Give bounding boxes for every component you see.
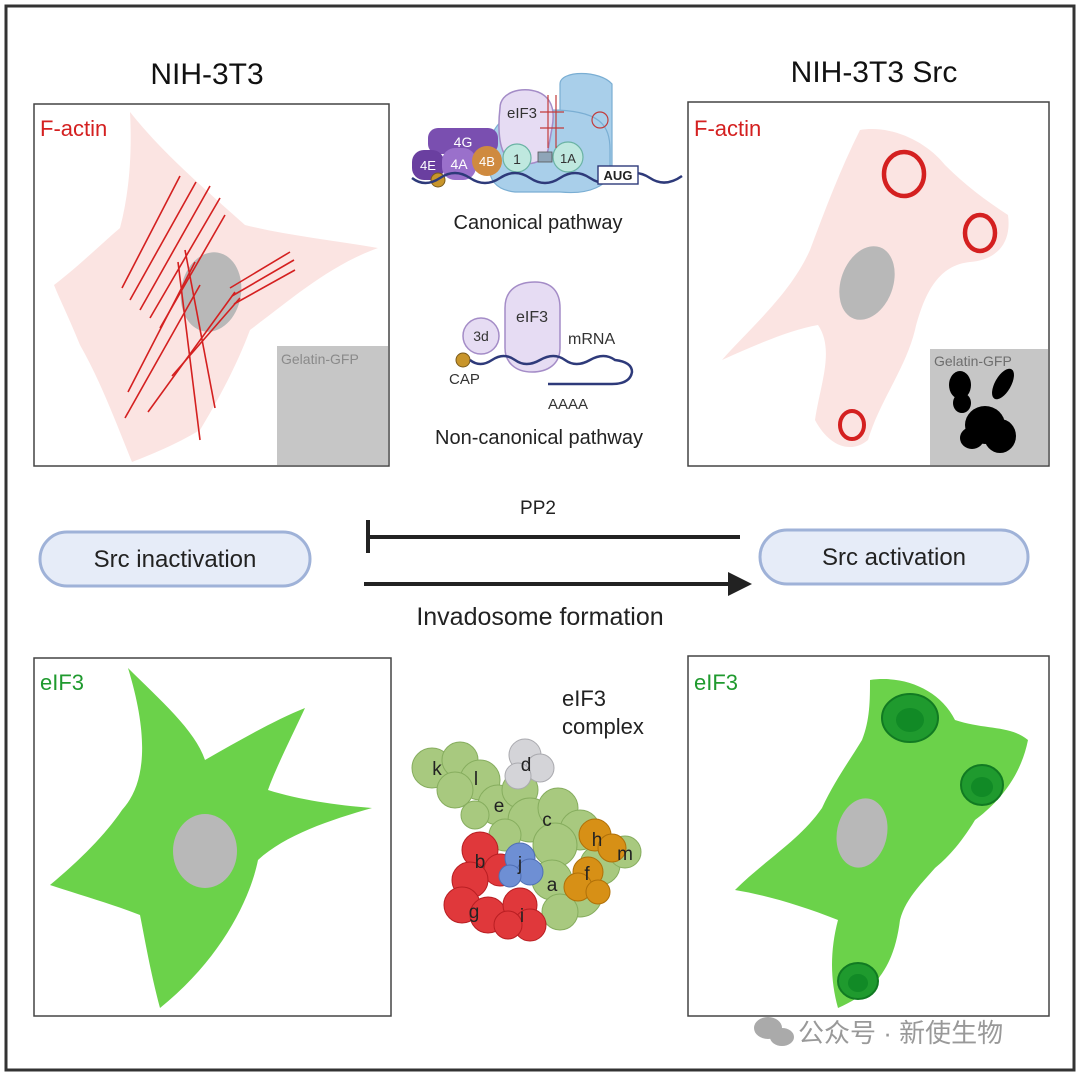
eif3-complex: eIF3 complex k l d e c h [411,686,644,942]
subunit-c: c [542,810,552,831]
subunit-h: h [592,830,603,851]
invadosome-ring-3 [838,409,866,441]
subunit-l: l [474,769,478,790]
canonical-eif3: eIF3 [507,105,537,122]
invadosome-arrow [364,572,752,596]
gelatin-label-right: Gelatin-GFP [934,353,1012,369]
subunit-g: g [469,902,480,923]
src-activation-pill: Src activation [758,528,1030,586]
complex-title-1: eIF3 [562,686,606,711]
gelatin-box-left [277,346,388,465]
gelatin-label-left: Gelatin-GFP [281,351,359,367]
noncanonical-pathway: eIF3 3d CAP mRNA AAAA Non-canonical path… [435,281,643,449]
pp2-label: PP2 [520,498,556,519]
factor-4g: 4G [454,134,473,150]
subunit-j: j [517,854,522,875]
polya-label: AAAA [548,396,588,413]
wechat-icon [754,1017,794,1046]
factor-1a: 1A [560,151,576,166]
noncanonical-eif3: eIF3 [516,309,548,326]
nucleus-left [180,252,242,332]
factor-1: 1 [513,151,521,167]
degradation-spots [949,368,1016,453]
subunit-a: a [547,875,558,896]
subunit-e: e [494,796,505,817]
subunit-f: f [584,864,590,885]
invadosome-ring-2 [962,212,998,254]
factin-label-left: F-actin [40,116,107,141]
eif3-label-bottom-right: eIF3 [694,670,738,695]
src-inactivation-pill: Src inactivation [38,530,312,588]
subunit-3d: 3d [473,328,489,344]
factor-4b: 4B [479,154,495,169]
factor-4e: 4E [420,158,436,173]
invadosome-ring-1 [881,149,927,199]
watermark: 公众号 · 新使生物 [754,1017,1003,1048]
factor-4a: 4A [450,156,468,172]
noncanonical-caption: Non-canonical pathway [435,427,643,449]
outer-frame [4,4,1076,1072]
svg-text:Src activation: Src activation [822,544,966,571]
canonical-caption: Canonical pathway [454,212,623,234]
panel-top-right: Gelatin-GFP F-actin [687,101,1050,467]
factin-label-right: F-actin [694,116,761,141]
canonical-pathway: eIF3 4G 4E 4A 4B 1 1A AUG Canonical path… [411,73,683,234]
cap-label: CAP [449,371,480,388]
actin-fibers-left [121,175,296,441]
panel-bottom-right: eIF3 [687,655,1050,1017]
nucleus-right [839,246,895,320]
nucleus-bottom-left [173,814,237,888]
nucleus-bottom-right [836,798,888,868]
subunit-b: b [475,852,486,873]
top-right-title: NIH-3T3 Src [791,56,958,89]
complex-title-2: complex [562,714,644,739]
subunit-d: d [521,755,532,776]
pp2-inhibition-arrow [366,520,740,553]
invadosome-label: Invadosome formation [416,603,663,631]
panel-top-left: Gelatin-GFP F-actin [33,103,390,467]
top-left-title: NIH-3T3 [150,58,263,91]
subunit-k: k [432,759,442,780]
subunit-i: i [520,906,524,927]
watermark-text: 公众号 · 新使生物 [798,1018,1003,1048]
eif3-label-bottom-left: eIF3 [40,670,84,695]
mrna-label: mRNA [568,331,615,348]
eif3-foci [837,693,1004,1000]
subunit-m: m [617,844,633,865]
svg-text:Src inactivation: Src inactivation [94,546,257,573]
panel-bottom-left: eIF3 [33,657,392,1017]
aug-codon: AUG [604,168,633,183]
